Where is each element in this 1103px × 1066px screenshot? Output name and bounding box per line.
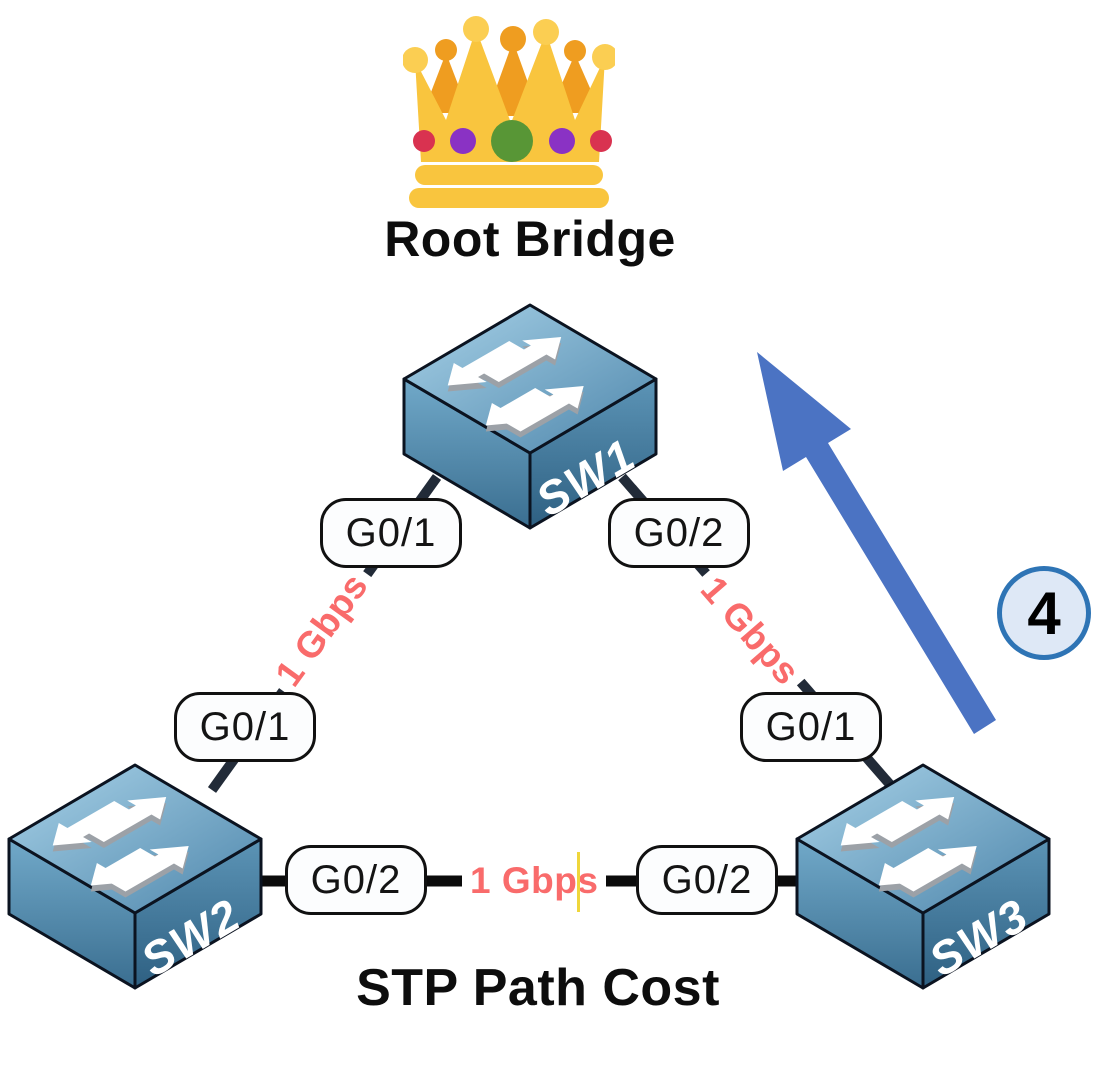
switch-sw3: SW3 — [793, 763, 1053, 991]
port-label-sw2-g01: G0/1 — [174, 692, 316, 762]
cost-arrow — [757, 352, 996, 734]
switch-icon — [9, 765, 261, 988]
path-cost-value: 4 — [1027, 579, 1061, 647]
port-label-sw3-g02: G0/2 — [636, 845, 778, 915]
port-label-sw1-g01: G0/1 — [320, 498, 462, 568]
path-cost-badge: 4 — [997, 566, 1091, 660]
crown-base-bar-1 — [415, 165, 603, 185]
switch-sw2: SW2 — [5, 763, 265, 991]
switch-icon — [404, 305, 656, 528]
crown-gold-balls — [403, 16, 615, 73]
port-label-sw2-g02: G0/2 — [285, 845, 427, 915]
port-label-sw1-g02: G0/2 — [608, 498, 750, 568]
switch-icon — [797, 765, 1049, 988]
root-bridge-label: Root Bridge — [384, 211, 676, 267]
highlight-caret — [577, 852, 580, 912]
crown-jewels — [413, 120, 612, 162]
crown-icon — [403, 16, 615, 208]
port-label-sw3-g01: G0/1 — [740, 692, 882, 762]
switch-sw1: SW1 — [400, 303, 660, 531]
speed-label-sw2-sw3: 1 Gbps — [462, 856, 607, 906]
diagram-title: STP Path Cost — [356, 959, 720, 1017]
crown-orange-spikes — [423, 26, 601, 116]
crown-base-bar-2 — [409, 188, 609, 208]
